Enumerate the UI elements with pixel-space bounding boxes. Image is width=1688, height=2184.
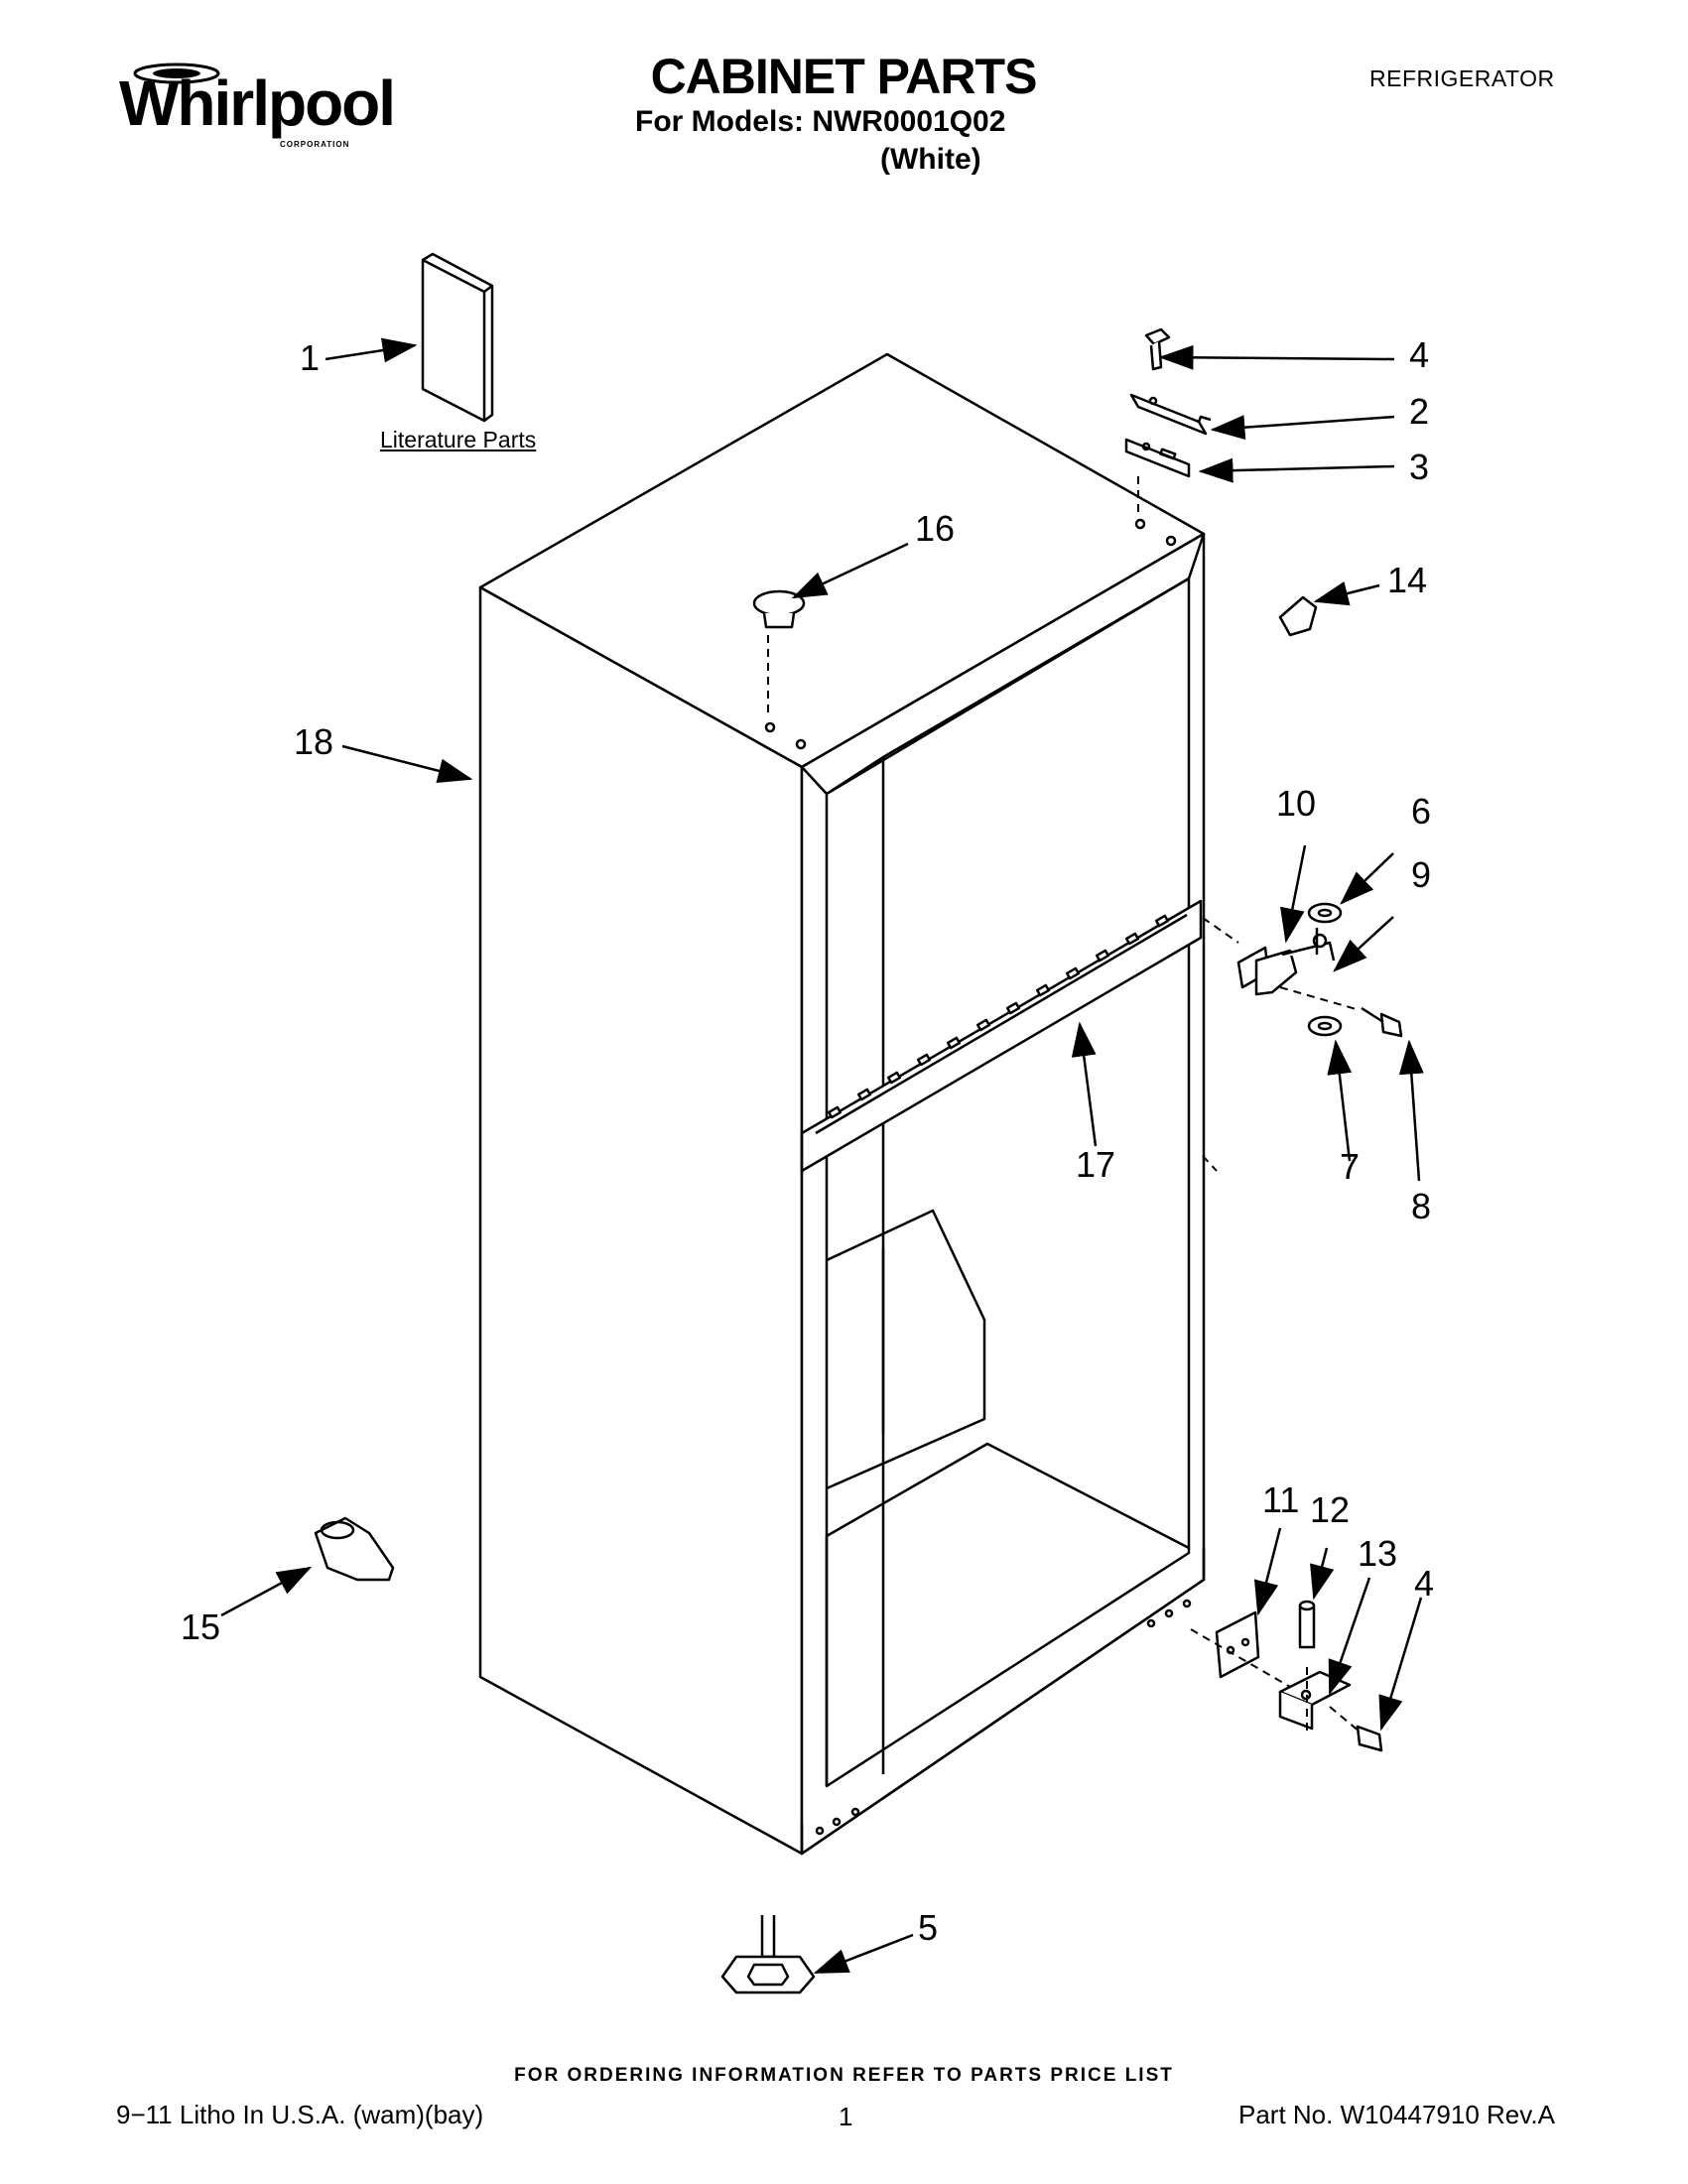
center-hinge-screw-icon: [1361, 1006, 1403, 1038]
bottom-hinge-screw-icon: [1356, 1725, 1383, 1752]
callout-10: 10: [1276, 783, 1316, 824]
hinge-pin-icon: [1298, 1600, 1316, 1649]
bottom-hinge-icon: [1278, 1670, 1352, 1731]
callout-7: 7: [1340, 1146, 1360, 1187]
callout-15: 15: [181, 1606, 220, 1647]
clamp-icon: [314, 1516, 395, 1582]
plug-button-icon: [752, 589, 806, 629]
callout-9: 9: [1411, 854, 1431, 895]
part-number: Part No. W10447910 Rev.A: [1238, 2100, 1555, 2129]
center-rail: [800, 899, 1203, 1173]
callout-1: 1: [300, 337, 320, 378]
brand-logo: [107, 60, 375, 159]
bottom-hinge-shim-icon: [1215, 1610, 1260, 1679]
callout-13: 13: [1358, 1533, 1397, 1574]
callout-18: 18: [294, 721, 333, 762]
callout-4-top: 4: [1409, 334, 1429, 375]
bushing-icon: [1307, 1015, 1343, 1037]
brand-sub: CORPORATION: [280, 140, 350, 149]
literature-book-icon: [421, 252, 494, 423]
cabinet-body: [478, 352, 1206, 1856]
callout-12: 12: [1310, 1489, 1350, 1530]
page-title: CABINET PARTS: [650, 49, 1038, 104]
hinge-cover-icon: [1278, 595, 1318, 637]
callout-11: 11: [1262, 1479, 1299, 1520]
callout-4-bottom: 4: [1414, 1563, 1434, 1604]
print-info: 9−11 Litho In U.S.A. (wam)(bay): [116, 2100, 484, 2129]
ordering-note: FOR ORDERING INFORMATION REFER TO PARTS …: [514, 2065, 1174, 2086]
brand-name: Whirlpool: [119, 67, 396, 139]
product-type: REFRIGERATOR: [1369, 65, 1555, 91]
callout-3: 3: [1409, 447, 1429, 487]
center-hinge-icon: [1236, 928, 1336, 996]
literature-parts-label: Literature Parts: [380, 427, 537, 452]
leveling-leg-icon: [720, 1915, 816, 1994]
spacer-washer-icon: [1307, 902, 1343, 924]
models-line: For Models: NWR0001Q02: [635, 105, 1006, 138]
callout-6: 6: [1411, 791, 1431, 832]
callout-8: 8: [1411, 1186, 1431, 1226]
top-hinge-icon: [1129, 393, 1212, 436]
color-line: (White): [880, 143, 981, 176]
callout-14: 14: [1387, 560, 1427, 600]
hinge-shim-icon: [1124, 438, 1191, 478]
callout-17: 17: [1076, 1144, 1115, 1185]
callout-2: 2: [1409, 391, 1429, 432]
callout-16: 16: [915, 508, 955, 549]
top-hinge-screw-icon: [1144, 327, 1171, 371]
page-number: 1: [839, 2102, 853, 2131]
callout-5: 5: [918, 1907, 938, 1948]
logo-swirl-icon: [133, 63, 220, 84]
